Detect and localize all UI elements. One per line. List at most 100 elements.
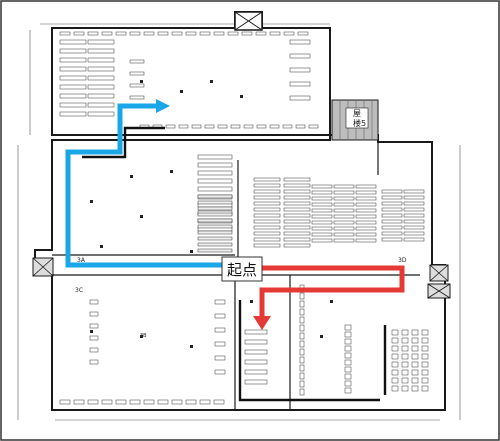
- shelf-unit: [244, 329, 268, 335]
- column-marker: [140, 215, 143, 218]
- upper-building-wall: [51, 11, 331, 136]
- shelf-unit: [185, 399, 197, 405]
- shelf-unit: [311, 220, 333, 225]
- shelf-unit: [311, 226, 333, 231]
- shelf-unit: [411, 377, 419, 384]
- column-marker: [210, 80, 213, 83]
- red-route-arrowhead: [253, 316, 271, 330]
- interior-partitions: [52, 142, 420, 410]
- shelf-unit: [89, 299, 99, 305]
- shelf-unit: [411, 353, 419, 360]
- shelf-unit: [391, 329, 399, 336]
- column-marker: [140, 335, 143, 338]
- shelf-unit: [253, 225, 281, 230]
- shelf-unit: [381, 207, 403, 212]
- shelf-unit: [283, 195, 311, 200]
- shelf-unit: [381, 237, 403, 242]
- shelf-unit: [381, 195, 403, 200]
- shelf-unit: [253, 237, 281, 242]
- shelf-unit: [299, 388, 305, 396]
- upper-shelving: [59, 31, 319, 129]
- shelf-unit: [333, 226, 355, 231]
- shelf-unit: [421, 377, 429, 384]
- shelf-unit: [381, 219, 403, 224]
- shelf-unit: [171, 31, 183, 36]
- shelf-unit: [421, 353, 429, 360]
- shelf-unit: [344, 338, 352, 345]
- shelf-unit: [253, 231, 281, 236]
- shelf-unit: [344, 352, 352, 359]
- shelf-unit: [344, 373, 352, 380]
- shelf-unit: [197, 224, 233, 229]
- shelf-unit: [391, 385, 399, 392]
- shelf-unit: [289, 67, 311, 73]
- shelf-unit: [381, 213, 403, 218]
- shelf-unit: [283, 225, 311, 230]
- shelf-unit: [59, 75, 87, 81]
- shelf-unit: [333, 214, 355, 219]
- shelf-unit: [244, 339, 268, 345]
- column-marker: [240, 95, 243, 98]
- shelf-unit: [311, 208, 333, 213]
- shelf-unit: [299, 316, 305, 324]
- shelf-unit: [115, 399, 127, 405]
- shelf-unit: [157, 399, 169, 405]
- shelf-unit: [283, 201, 311, 206]
- shelf-unit: [89, 347, 99, 353]
- shelf-unit: [165, 124, 176, 129]
- shelf-unit: [244, 369, 268, 375]
- shelf-unit: [391, 337, 399, 344]
- shelf-unit: [381, 231, 403, 236]
- shelf-unit: [299, 348, 305, 356]
- shelf-unit: [73, 399, 85, 405]
- shelf-unit: [289, 81, 311, 87]
- shelf-unit: [355, 220, 377, 225]
- shelf-unit: [178, 124, 189, 129]
- shelf-unit: [253, 189, 281, 194]
- shelf-unit: [87, 111, 115, 117]
- start-label-box: [221, 256, 263, 282]
- shelf-unit: [421, 329, 429, 336]
- shelf-unit: [391, 361, 399, 368]
- shelf-unit: [185, 31, 197, 36]
- shelf-unit: [299, 292, 305, 300]
- shelf-unit: [59, 66, 87, 72]
- shelf-unit: [391, 353, 399, 360]
- shelf-unit: [355, 202, 377, 207]
- shelf-unit: [344, 324, 352, 331]
- shelf-unit: [333, 190, 355, 195]
- column-marker: [250, 300, 253, 303]
- shelf-unit: [344, 359, 352, 366]
- shelf-unit: [214, 355, 226, 361]
- shelf-unit: [311, 232, 333, 237]
- shelf-unit: [333, 220, 355, 225]
- shelf-unit: [230, 124, 241, 129]
- shelf-unit: [214, 369, 226, 375]
- shelf-unit: [87, 57, 115, 63]
- shelf-unit: [289, 95, 311, 101]
- shelf-unit: [308, 124, 319, 129]
- shelf-unit: [403, 195, 425, 200]
- shelf-unit: [289, 39, 311, 45]
- shelf-unit: [333, 196, 355, 201]
- shelf-unit: [143, 399, 155, 405]
- shelf-unit: [283, 207, 311, 212]
- shelf-unit: [59, 399, 71, 405]
- shelf-unit: [355, 214, 377, 219]
- shelf-unit: [217, 124, 228, 129]
- walkway-lines: [82, 126, 387, 402]
- shelf-unit: [421, 369, 429, 376]
- shelf-unit: [401, 369, 409, 376]
- shelf-unit: [253, 201, 281, 206]
- shelf-unit: [253, 207, 281, 212]
- column-marker: [170, 170, 173, 173]
- column-marker: [190, 250, 193, 253]
- shelf-unit: [283, 177, 311, 182]
- shelf-unit: [197, 194, 233, 199]
- shelf-unit: [311, 214, 333, 219]
- shelf-unit: [129, 71, 145, 76]
- shelf-unit: [59, 48, 87, 54]
